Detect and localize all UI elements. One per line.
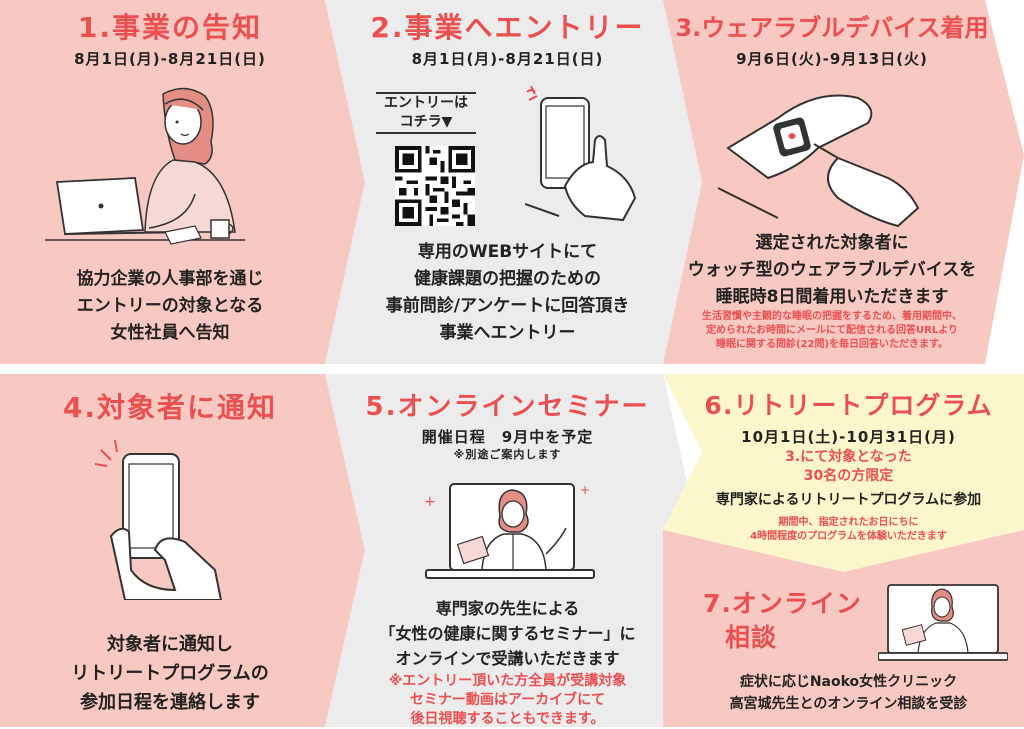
step-2-body-line: 事前問診/アンケートに回答頂き (385, 296, 630, 316)
woman-laptop-illustration (45, 87, 245, 245)
entry-label-bottom-rule (376, 132, 476, 134)
step-5-red-line: セミナー動画はアーカイブにて (409, 692, 606, 708)
step-6-note: 期間中、指定されたお日にちに 4時間程度のプログラムを体験いただきます (673, 516, 1024, 544)
step-6-red-line: 3.にて対象となった (785, 449, 912, 465)
online-consult-illustration (878, 584, 1008, 661)
step-3-note-line: 定められたお時間にメールにて配信される回答URLより (706, 325, 958, 336)
step-4-body-line: リトリートプログラムの (71, 663, 269, 684)
step-6-body-line: 専門家によるリトリートプログラムに参加 (715, 492, 982, 508)
svg-text:+: + (580, 483, 590, 497)
step-1-body-line: 女性社員へ告知 (110, 323, 230, 343)
step-2-date: 8月1日(月)-8月21日(日) (411, 50, 604, 68)
step-5-title: 5.オンラインセミナー (365, 392, 650, 422)
panel-3-arrow (985, 120, 1024, 190)
step-7-body: 症状に応じNaoko女性クリニック 高宮城先生とのオンライン相談を受診 (673, 671, 1024, 715)
step-2-body-line: 事業へエントリー (439, 323, 576, 343)
notification-phone-illustration (95, 440, 223, 600)
step-3-note-line: 生活習慣や主観的な睡眠の把握をするため、着用期間中、 (702, 311, 962, 322)
step-1-panel: 1.事業の告知 8月1日(月)-8月21日(日) 協力企業の人事部を通じ エント… (0, 0, 340, 364)
entry-label: エントリーは コチラ▼ (370, 92, 482, 134)
step-5-body: 専門家の先生による 「女性の健康に関するセミナー」に オンラインで受講いただきま… (335, 596, 680, 671)
step-4-body: 対象者に通知し リトリートプログラムの 参加日程を連絡します (0, 630, 340, 717)
step-6-date: 10月1日(土)-10月31日(月) (741, 428, 956, 446)
step-1-title: 1.事業の告知 (77, 11, 263, 44)
step-3-title: 3.ウェアラブルデバイス着用 (675, 14, 989, 42)
step-5-body-line: オンラインで受講いただきます (395, 649, 620, 668)
step-5-body-line: 「女性の健康に関するセミナー」に (379, 624, 636, 643)
hand-smartphone-illustration (525, 86, 637, 222)
step-4-body-line: 参加日程を連絡します (80, 692, 260, 713)
step-5-red-line: ※エントリー頂いた方全員が受講対象 (388, 673, 627, 689)
step-6-body: 専門家によるリトリートプログラムに参加 (673, 490, 1024, 510)
step-1-body-line: 協力企業の人事部を通じ (76, 269, 264, 289)
step-3-body: 選定された対象者に ウォッチ型のウェアラブルデバイスを 睡眠時8日間着用いただき… (673, 230, 991, 311)
step-3-note: 生活習慣や主観的な睡眠の把握をするため、着用期間中、 定められたお時間にメールに… (673, 310, 991, 352)
step-2-body-line: 健康課題の把握のための (414, 269, 601, 289)
entry-qr-code[interactable] (395, 146, 475, 226)
step-2-panel: 2.事業へエントリー 8月1日(月)-8月21日(日) エントリーは コチラ▼ (335, 0, 680, 364)
step-2-body: 専用のWEBサイトにて 健康課題の把握のための 事前問診/アンケートに回答頂き … (335, 239, 680, 347)
step-3-panel: 3.ウェアラブルデバイス着用 9月6日(火)-9月13日(火) 選定された対象者… (673, 0, 991, 364)
step-6-note-line: 期間中、指定されたお日にちに (778, 517, 919, 528)
entry-label-line: コチラ▼ (399, 114, 453, 130)
step-1-date: 8月1日(月)-8月21日(日) (74, 50, 266, 68)
step-2-body-line: 専用のWEBサイトにて (417, 242, 598, 262)
step-5-red-line: 後日視聴することもできます。 (410, 711, 605, 727)
step-1-body-line: エントリーの対象となる (76, 296, 264, 316)
step-4-panel: 4.対象者に通知 対象者に通知し リトリートプログラムの 参加日程を連絡します (0, 374, 340, 727)
step-7-body-line: 高宮城先生とのオンライン相談を受診 (729, 696, 968, 712)
step-6-title: 6.リトリートプログラム (704, 391, 993, 420)
step-5-body-line: 専門家の先生による (435, 599, 580, 618)
entry-label-line: エントリーは (384, 95, 468, 111)
step-6-note-line: 4時間程度のプログラムを体験いただきます (750, 531, 947, 542)
step-7-title-line: 相談 (725, 623, 778, 652)
panel-6-bg (663, 374, 1024, 572)
panel-7-bg (663, 530, 1024, 727)
step-4-body-line: 対象者に通知し (107, 634, 233, 655)
step-7-panel: 7.オンライン 相談 症状に応じNaoko女性クリニック 高宮城先生とのオンライ… (673, 565, 1024, 727)
step-5-subdate: ※別途ご案内します (453, 448, 562, 461)
step-2-title: 2.事業へエントリー (370, 11, 645, 44)
step-3-body-line: 睡眠時8日間着用いただきます (715, 287, 949, 307)
step-4-title: 4.対象者に通知 (62, 391, 278, 424)
step-3-body-line: ウォッチ型のウェアラブルデバイスを (687, 260, 977, 280)
step-7-title-line: 7.オンライン (703, 589, 862, 618)
step-6-red-line: 30名の方限定 (803, 468, 894, 484)
step-7-body-line: 症状に応じNaoko女性クリニック (739, 674, 958, 690)
step-7-title: 7.オンライン 相談 (703, 587, 862, 655)
panel-2-bg (325, 0, 702, 364)
step-5-date: 開催日程 9月中を予定 (421, 428, 594, 446)
step-6-panel: 6.リトリートプログラム 10月1日(土)-10月31日(月) 3.にて対象とな… (673, 374, 1024, 554)
step-6-red-note: 3.にて対象となった 30名の方限定 (673, 448, 1024, 486)
step-3-body-line: 選定された対象者に (755, 233, 909, 253)
step-3-note-line: 睡眠に関する問診(22問)を毎日回答いただきます。 (715, 339, 949, 350)
step-3-date: 9月6日(火)-9月13日(火) (736, 50, 928, 68)
entry-label-top-rule (376, 92, 476, 94)
step-5-panel: 5.オンラインセミナー 開催日程 9月中を予定 ※別途ご案内します + + 専門… (335, 374, 680, 727)
step-5-red-note: ※エントリー頂いた方全員が受講対象 セミナー動画はアーカイブにて 後日視聴するこ… (335, 672, 680, 729)
step-1-body: 協力企業の人事部を通じ エントリーの対象となる 女性社員へ告知 (0, 266, 340, 347)
svg-text:+: + (424, 494, 436, 510)
wearable-watch-illustration (718, 94, 920, 228)
online-seminar-illustration: + + (424, 483, 595, 579)
